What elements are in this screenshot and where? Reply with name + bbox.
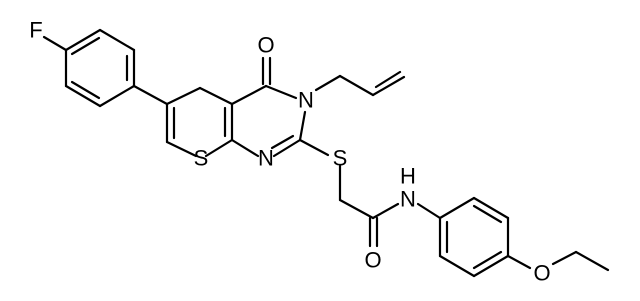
atom-pyrimidine-nitrogen: N [258, 146, 274, 171]
atom-thioether-sulfur: S [333, 146, 348, 171]
bond [42, 35, 68, 52]
bond [98, 84, 136, 108]
atom-amide-nitrogen: N [400, 187, 416, 212]
bond [70, 80, 101, 100]
bond [472, 204, 503, 224]
bond [374, 70, 402, 89]
bond [371, 75, 406, 97]
bond [98, 28, 136, 52]
bond [371, 202, 400, 220]
bond [272, 138, 302, 158]
atom-carbonyl-oxygen: O [257, 33, 274, 58]
atom-fluorine: F [29, 18, 42, 43]
bonds [42, 28, 610, 278]
bond [551, 250, 578, 266]
bond [338, 198, 375, 220]
bond [165, 86, 202, 106]
bond [204, 138, 234, 158]
bond [264, 84, 298, 100]
bond [298, 138, 330, 157]
atom-amide-oxygen: O [364, 248, 381, 273]
bond [198, 86, 234, 106]
bond [298, 110, 307, 142]
bond [230, 138, 260, 158]
bond [574, 250, 610, 272]
bond [64, 84, 102, 108]
bond [132, 84, 169, 106]
bond [64, 28, 102, 52]
atom-labels: F O N S N S H N O O [29, 18, 550, 286]
bond [472, 254, 510, 278]
atom-ring-nitrogen: N [298, 88, 314, 113]
bond [338, 74, 375, 97]
bond [472, 250, 503, 270]
bond [438, 196, 476, 220]
bond [270, 134, 295, 150]
atom-amide-nitrogen-h: H [400, 164, 416, 189]
bond [416, 202, 442, 220]
atom-thiophene-sulfur: S [194, 146, 209, 171]
bond [472, 196, 510, 220]
bond [314, 74, 342, 92]
bond [438, 254, 476, 278]
bond [70, 36, 101, 56]
bond [506, 254, 532, 270]
bond [230, 84, 268, 106]
bond [165, 140, 198, 158]
atom-ether-oxygen: O [533, 261, 550, 286]
